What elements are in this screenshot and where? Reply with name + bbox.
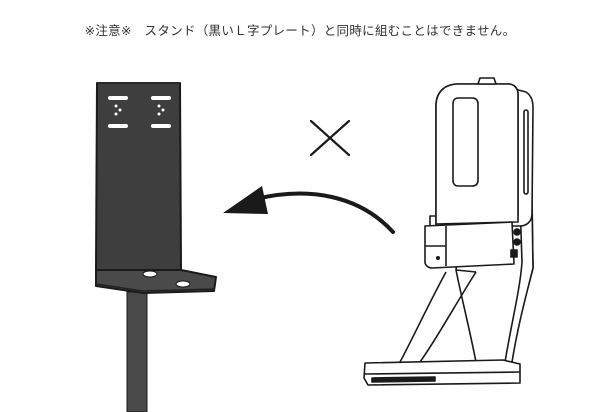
dispenser-unit [363,77,534,386]
stand-vertical-plate [95,82,182,271]
stand-pole [126,291,148,412]
stand-foot-plate [95,269,217,294]
stand-l-plate [95,82,217,412]
notice-text: ※注意※ スタンド（黒いＬ字プレート）と同時に組むことはできません。 [84,23,516,38]
dispenser-nozzle [424,221,515,269]
mounting-slots [108,96,171,128]
curved-arrow-left-icon [223,186,395,234]
dispenser-window [452,97,479,187]
x-mark-icon [309,119,351,157]
